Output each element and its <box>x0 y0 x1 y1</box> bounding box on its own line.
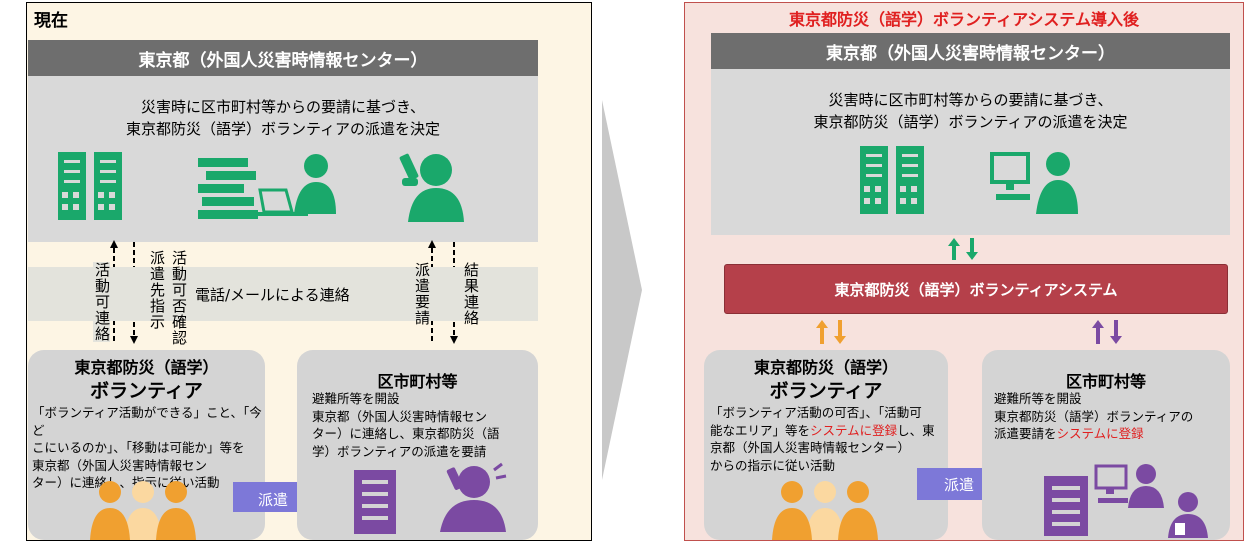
label-activity-contact: 活動可連絡 <box>93 262 111 342</box>
right-municipal-title: 区市町村等 <box>1065 372 1146 391</box>
contact-band-label: 電話/メールによる連絡 <box>195 286 350 304</box>
left-volunteer-box <box>28 350 265 540</box>
left-dispatch-label: 派遣 <box>258 491 289 509</box>
volunteer-system-arrows <box>816 320 846 344</box>
left-arrows-municipal <box>428 240 458 344</box>
left-hq-header: 東京都（外国人災害時情報センター） <box>28 40 538 76</box>
municipal-system-arrows <box>1092 320 1122 344</box>
hq-system-arrows <box>948 238 978 260</box>
municipal-computer-workers-icon <box>1044 464 1208 538</box>
right-hq-desc: 災害時に区市町村等からの要請に基づき、 東京都防災（語学）ボランティアの派遣を決… <box>813 91 1128 131</box>
left-volunteer-title: 東京都防災（語学） ボランティア <box>74 358 219 402</box>
building-icon <box>58 152 122 220</box>
left-hq-desc: 災害時に区市町村等からの要請に基づき、 東京都防災（語学）ボランティアの派遣を決… <box>125 98 441 138</box>
label-result-contact: 結果連絡 <box>462 262 480 326</box>
label-activity-check: 活動可否確認 <box>170 250 188 346</box>
volunteers-group-icon <box>90 481 196 540</box>
label-dispatch-instruction: 派遣先指示 <box>148 250 166 330</box>
current-title: 現在 <box>34 11 68 31</box>
building-icon-right <box>860 146 924 214</box>
contact-band <box>28 267 538 321</box>
right-hq-header: 東京都（外国人災害時情報センター） <box>711 33 1230 69</box>
right-volunteer-title: 東京都防災（語学） ボランティア <box>753 358 898 402</box>
right-dispatch-label: 派遣 <box>944 476 975 494</box>
right-municipal-desc: 避難所等を開設 東京都防災（語学）ボランティアの 派遣要請をシステムに登録 <box>994 391 1194 441</box>
right-hq-box <box>711 69 1230 235</box>
phone-person-icon <box>399 153 464 222</box>
left-municipal-desc: 避難所等を開設 東京都（外国人災害時情報セン ター）に連絡し、東京都防災（語 学… <box>312 391 500 459</box>
volunteer-system-bar: 東京都防災（語学）ボランティアシステム <box>724 264 1228 314</box>
left-arrows-volunteer <box>110 240 138 344</box>
after-title: 東京都防災（語学）ボランティアシステム導入後 <box>789 10 1139 29</box>
left-municipal-title: 区市町村等 <box>377 372 458 391</box>
transition-chevron <box>602 100 642 480</box>
document-worker-icon <box>198 154 336 219</box>
volunteers-group-icon-right <box>772 481 878 540</box>
computer-worker-icon <box>990 152 1078 214</box>
municipal-building-icon <box>354 470 396 534</box>
phone-person-icon-municipal <box>440 462 507 532</box>
left-municipal-box <box>297 350 538 540</box>
left-volunteer-desc: 「ボランティア活動ができる」こと、「今ど こにいるのか」、「移動は可能か」等を … <box>32 405 262 490</box>
right-volunteer-desc: 「ボランティア活動の可否」、「活動可 能なエリア」等をシステムに登録し、東 京都… <box>710 405 935 473</box>
label-dispatch-request: 派遣要請 <box>413 262 431 326</box>
